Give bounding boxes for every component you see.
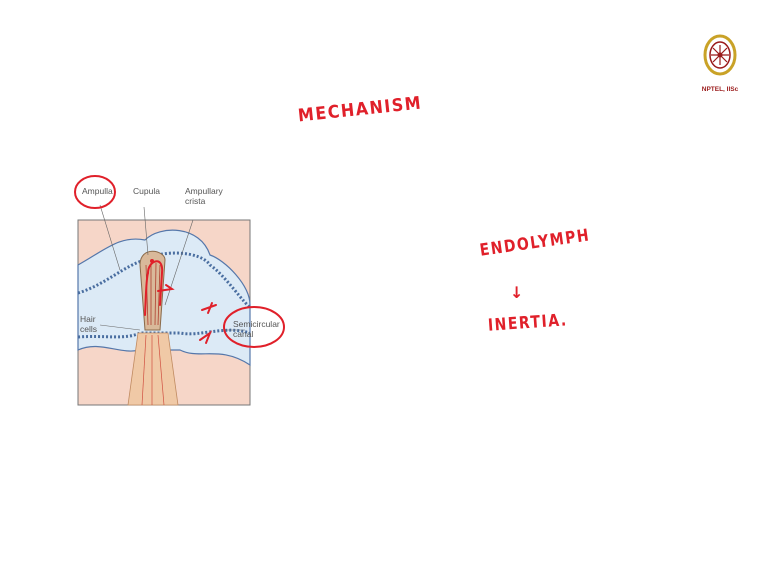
label-semicircular: Semicircular (233, 320, 280, 329)
note-inertia: INERTIA. (487, 311, 568, 336)
note-endolymph: ENDOLYMPH (479, 226, 592, 260)
ampulla-illustration (60, 165, 300, 410)
ampulla-diagram: Ampulla Cupula Ampullary crista Hair cel… (60, 165, 300, 410)
nptel-emblem-icon (700, 33, 740, 87)
label-cupula: Cupula (133, 187, 160, 196)
note-arrow-down: ↓ (510, 283, 525, 302)
label-canal: canal (233, 330, 253, 339)
label-ampulla: Ampulla (82, 187, 113, 196)
label-hair: Hair (80, 315, 96, 324)
heading-mechanism: MECHANISM (297, 92, 423, 126)
label-ampullary: Ampullary (185, 187, 223, 196)
label-crista: crista (185, 197, 205, 206)
logo-label: NPTEL, IISc (697, 86, 743, 93)
label-cells: cells (80, 325, 97, 334)
